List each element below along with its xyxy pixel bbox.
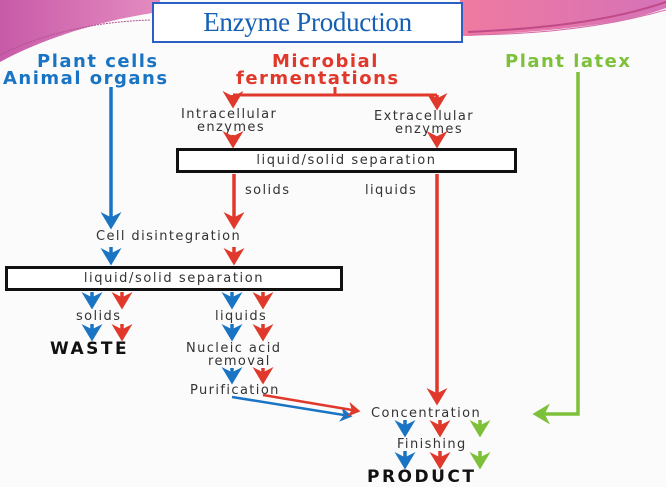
step-extracellular-enzymes: enzymes xyxy=(395,122,463,137)
page-title: Enzyme Production xyxy=(203,7,412,37)
source-plant-latex: Plant latex xyxy=(505,51,632,72)
step-liquids-bottom: liquids xyxy=(215,309,268,324)
step-nucleic-removal: removal xyxy=(208,354,271,369)
step-finishing: Finishing xyxy=(397,437,467,452)
separation-bottom-label: liquid/solid separation xyxy=(83,271,265,286)
separation-box-bottom: liquid/solid separation xyxy=(5,266,343,291)
step-waste: WASTE xyxy=(50,339,130,359)
source-plant-cells: Plant cells xyxy=(37,51,159,72)
step-solids-bottom: solids xyxy=(76,309,122,324)
separation-top-label: liquid/solid separation xyxy=(256,153,437,168)
source-animal-organs: Animal organs xyxy=(3,68,169,89)
step-intracellular: Intracellular xyxy=(181,107,278,122)
step-extracellular: Extracellular xyxy=(374,109,475,124)
step-nucleic-acid: Nucleic acid xyxy=(186,341,282,356)
separation-box-top: liquid/solid separation xyxy=(176,148,517,173)
source-fermentations: fermentations xyxy=(236,68,400,89)
step-purification: Purification xyxy=(190,383,280,398)
step-intracellular-enzymes: enzymes xyxy=(197,120,265,135)
source-microbial: Microbial xyxy=(272,51,379,72)
step-cell-disintegration: Cell disintegration xyxy=(96,229,242,244)
step-product: PRODUCT xyxy=(367,467,477,487)
step-liquids-top: liquids xyxy=(365,183,418,198)
title-box: Enzyme Production xyxy=(152,2,463,43)
step-concentration: Concentration xyxy=(371,406,482,421)
step-solids-top: solids xyxy=(245,183,291,198)
